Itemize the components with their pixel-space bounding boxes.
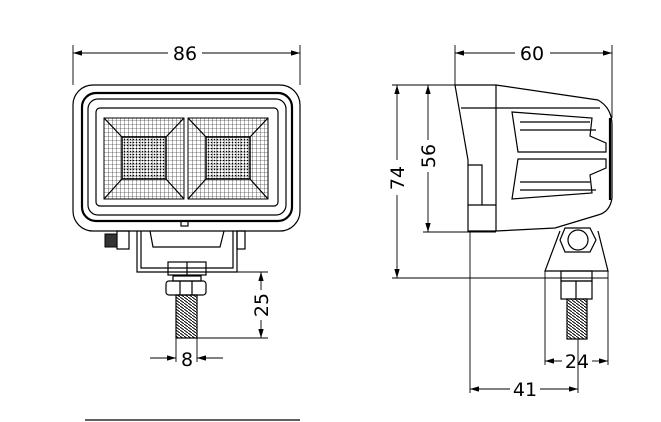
dim-stud-diameter: 8 — [181, 349, 193, 371]
led-right — [205, 136, 251, 180]
nut — [165, 280, 207, 296]
front-view: 86 25 8 — [72, 43, 301, 421]
side-bracket — [544, 230, 609, 272]
dim-width: 86 — [173, 43, 197, 65]
led-left — [121, 136, 167, 180]
dim-mount-offset: 41 — [513, 379, 537, 401]
dim-depth: 60 — [520, 43, 544, 65]
dim-total-height: 74 — [387, 166, 409, 190]
housing-outline — [72, 84, 301, 232]
dim-body-height: 56 — [418, 144, 440, 168]
dim-bracket-width: 24 — [565, 351, 589, 373]
dim-stud-length: 25 — [251, 293, 273, 317]
side-stud — [566, 298, 588, 340]
side-view: 60 74 56 24 41 — [387, 43, 613, 401]
housing-side — [454, 84, 613, 232]
threaded-stud — [175, 294, 198, 339]
